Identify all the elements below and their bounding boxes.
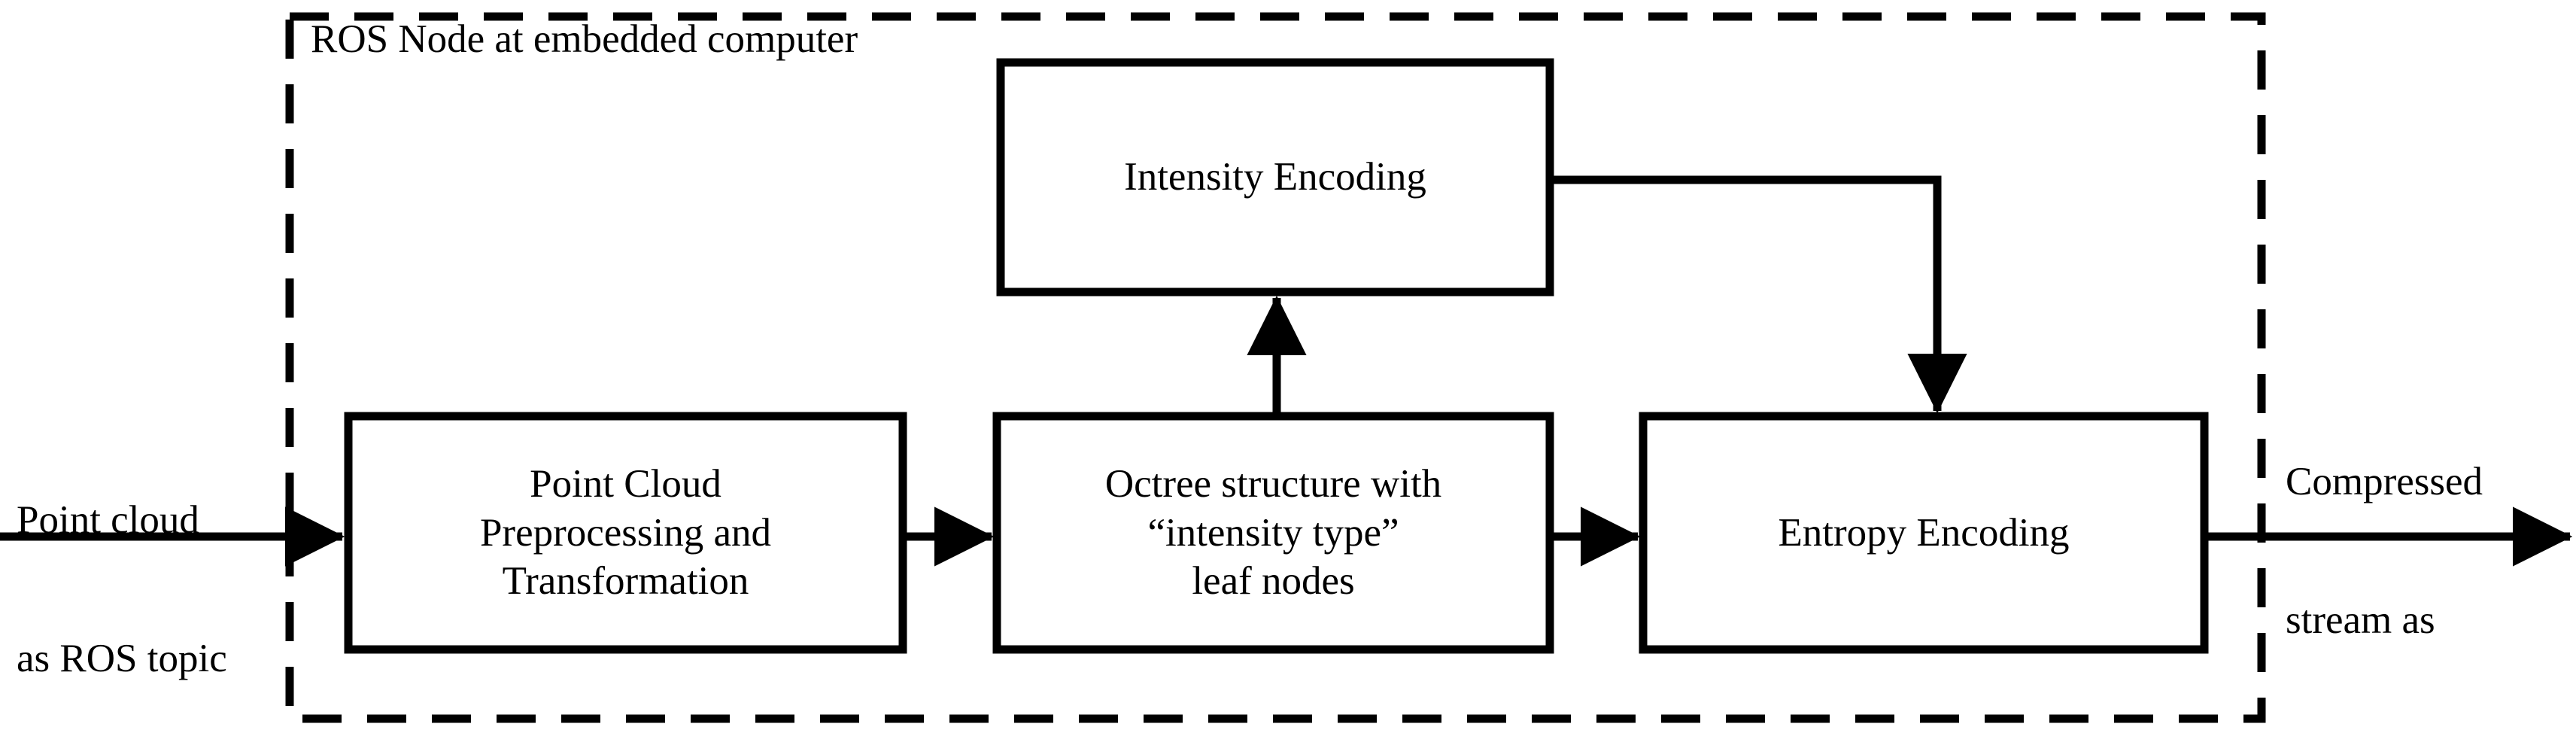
octree-structure-label-line-1: Octree structure with <box>1104 462 1442 506</box>
octree-structure-label-line-3: leaf nodes <box>1192 559 1355 604</box>
octree-structure-label-line-2: “intensity type” <box>1147 510 1399 555</box>
ros-node-container-label: ROS Node at embedded computer <box>311 17 858 61</box>
output-topic-label-line-1: Compressed <box>2286 459 2483 503</box>
input-topic-label-line-2: as ROS topic <box>17 637 227 681</box>
octree-structure-label[interactable]: Octree structure with “intensity type” l… <box>997 416 1550 649</box>
point-cloud-preprocessing-box[interactable] <box>344 412 907 654</box>
point-cloud-preprocessing-label-line-1: Point Cloud <box>530 462 721 506</box>
edge-intensity-to-entropy <box>1550 175 1967 414</box>
output-topic-label-line-2: stream as <box>2286 598 2435 643</box>
intensity-encoding-label[interactable]: Intensity Encoding <box>1001 62 1550 292</box>
point-cloud-preprocessing-label-line-3: Transformation <box>502 559 749 604</box>
intensity-encoding-label-line-1: Intensity Encoding <box>1124 155 1426 199</box>
ros-node-container-border <box>285 12 2266 723</box>
entropy-encoding-label[interactable]: Entropy Encoding <box>1643 416 2204 649</box>
point-cloud-preprocessing-label-line-2: Preprocessing and <box>479 510 772 555</box>
input-topic-label: Point cloud as ROS topic <box>17 405 227 736</box>
input-topic-label-line-1: Point cloud <box>17 497 199 542</box>
point-cloud-preprocessing-label[interactable]: Point Cloud Preprocessing and Transforma… <box>348 416 903 649</box>
output-topic-label: Compressed stream as ROS topic <box>2286 366 2483 736</box>
entropy-encoding-label-line-1: Entropy Encoding <box>1778 510 2070 555</box>
